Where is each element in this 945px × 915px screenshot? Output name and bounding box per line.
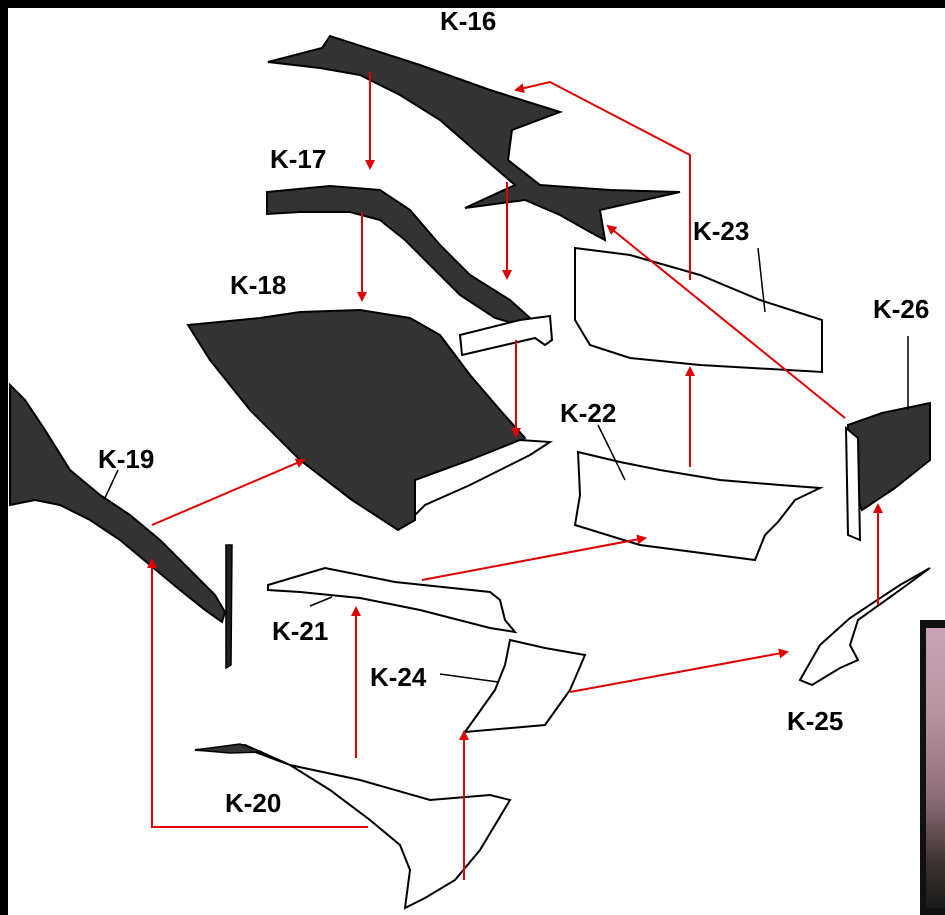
part-k16 <box>267 34 681 242</box>
label-k23: K-23 <box>693 216 749 246</box>
label-k21: K-21 <box>272 616 328 646</box>
arrow-k24-to-k25 <box>569 648 789 693</box>
arrow-k26-to-k16 <box>606 224 846 419</box>
label-k18: K-18 <box>230 270 286 300</box>
leader-k19 <box>103 469 119 501</box>
label-k26: K-26 <box>873 294 929 324</box>
label-k22: K-22 <box>560 398 616 428</box>
label-k25: K-25 <box>787 706 843 736</box>
label-k16: K-16 <box>440 6 496 36</box>
arrow-k23-to-k16 <box>514 80 691 280</box>
part-k26-plate <box>844 425 862 542</box>
leader-k24 <box>439 673 499 683</box>
reference-photo <box>920 620 945 915</box>
part-k26 <box>846 401 931 512</box>
part-k20-tip <box>194 743 263 754</box>
part-k21 <box>267 566 518 634</box>
label-k24: K-24 <box>370 662 427 692</box>
part-k20 <box>194 743 512 910</box>
label-k20: K-20 <box>225 788 281 818</box>
part-k23 <box>574 246 823 374</box>
part-k18-flap <box>414 438 554 518</box>
leader-k21 <box>309 596 333 607</box>
reference-photo-image <box>926 628 945 908</box>
leader-k22 <box>597 424 626 481</box>
part-k17 <box>266 184 532 327</box>
part-k22 <box>573 450 824 562</box>
arrow-k20-to-k19 <box>147 558 368 828</box>
corner-block <box>0 0 380 8</box>
part-k19 <box>9 382 227 624</box>
arrow-k19-to-k18 <box>151 458 306 526</box>
arrow-k21-to-k22 <box>421 534 647 581</box>
label-k17: K-17 <box>270 144 326 174</box>
part-k17-tab <box>458 314 554 357</box>
part-k24 <box>462 638 587 734</box>
part-k19-stem <box>225 544 233 670</box>
leader-k23 <box>757 247 766 313</box>
part-k25 <box>798 567 931 687</box>
label-k19: K-19 <box>98 444 154 474</box>
